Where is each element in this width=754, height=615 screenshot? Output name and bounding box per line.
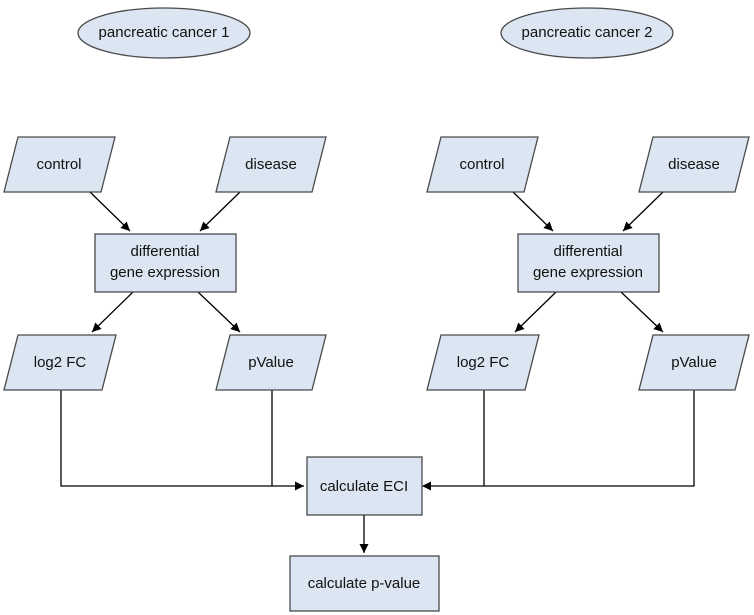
log2fc-1-node: log2 FC: [3, 334, 117, 391]
edges: [60, 191, 695, 553]
control-2-node: control: [426, 136, 539, 193]
edge-log2fc1-to-eci: [60, 390, 304, 491]
disease-2-node: disease: [638, 136, 750, 193]
dataset-2-title-node: pancreatic cancer 2: [500, 7, 674, 59]
deg-2-label-line1: differential: [554, 243, 623, 260]
pvalue-2-label: pValue: [671, 354, 717, 371]
edge-deg1-to-pvalue1: [197, 291, 241, 333]
log2fc-2-label: log2 FC: [457, 354, 510, 371]
edge-control1-to-deg1: [89, 191, 131, 232]
dataset-2-title: pancreatic cancer 2: [522, 24, 653, 41]
edge-deg2-to-log2fc2: [514, 291, 557, 333]
disease-1-node: disease: [215, 136, 327, 193]
disease-2-label: disease: [668, 156, 720, 173]
log2fc-2-node: log2 FC: [426, 334, 540, 391]
log2fc-1-label: log2 FC: [34, 354, 87, 371]
edge-disease1-to-deg1: [199, 191, 241, 232]
control-1-label: control: [36, 156, 81, 173]
disease-1-label: disease: [245, 156, 297, 173]
deg-2-label-line2: gene expression: [533, 264, 643, 281]
edge-pvalue2-to-eci: [422, 390, 695, 491]
deg-1-node: differential gene expression: [94, 233, 237, 293]
edge-deg2-to-pvalue2: [620, 291, 664, 333]
pvalue-1-node: pValue: [215, 334, 327, 391]
pvalue-2-node: pValue: [638, 334, 750, 391]
calculate-eci-node: calculate ECI: [306, 456, 423, 516]
pvalue-1-label: pValue: [248, 354, 294, 371]
calculate-pvalue-node: calculate p-value: [289, 555, 440, 612]
calculate-pvalue-label: calculate p-value: [308, 575, 421, 592]
deg-1-label-line2: gene expression: [110, 264, 220, 281]
edge-disease2-to-deg2: [622, 191, 664, 232]
control-2-label: control: [459, 156, 504, 173]
dataset-1-title-node: pancreatic cancer 1: [77, 7, 251, 59]
deg-2-node: differential gene expression: [517, 233, 660, 293]
edge-deg1-to-log2fc1: [91, 291, 134, 333]
calculate-eci-label: calculate ECI: [320, 478, 408, 495]
control-1-node: control: [3, 136, 116, 193]
edge-control2-to-deg2: [512, 191, 554, 232]
dataset-1-title: pancreatic cancer 1: [99, 24, 230, 41]
deg-1-label-line1: differential: [131, 243, 200, 260]
